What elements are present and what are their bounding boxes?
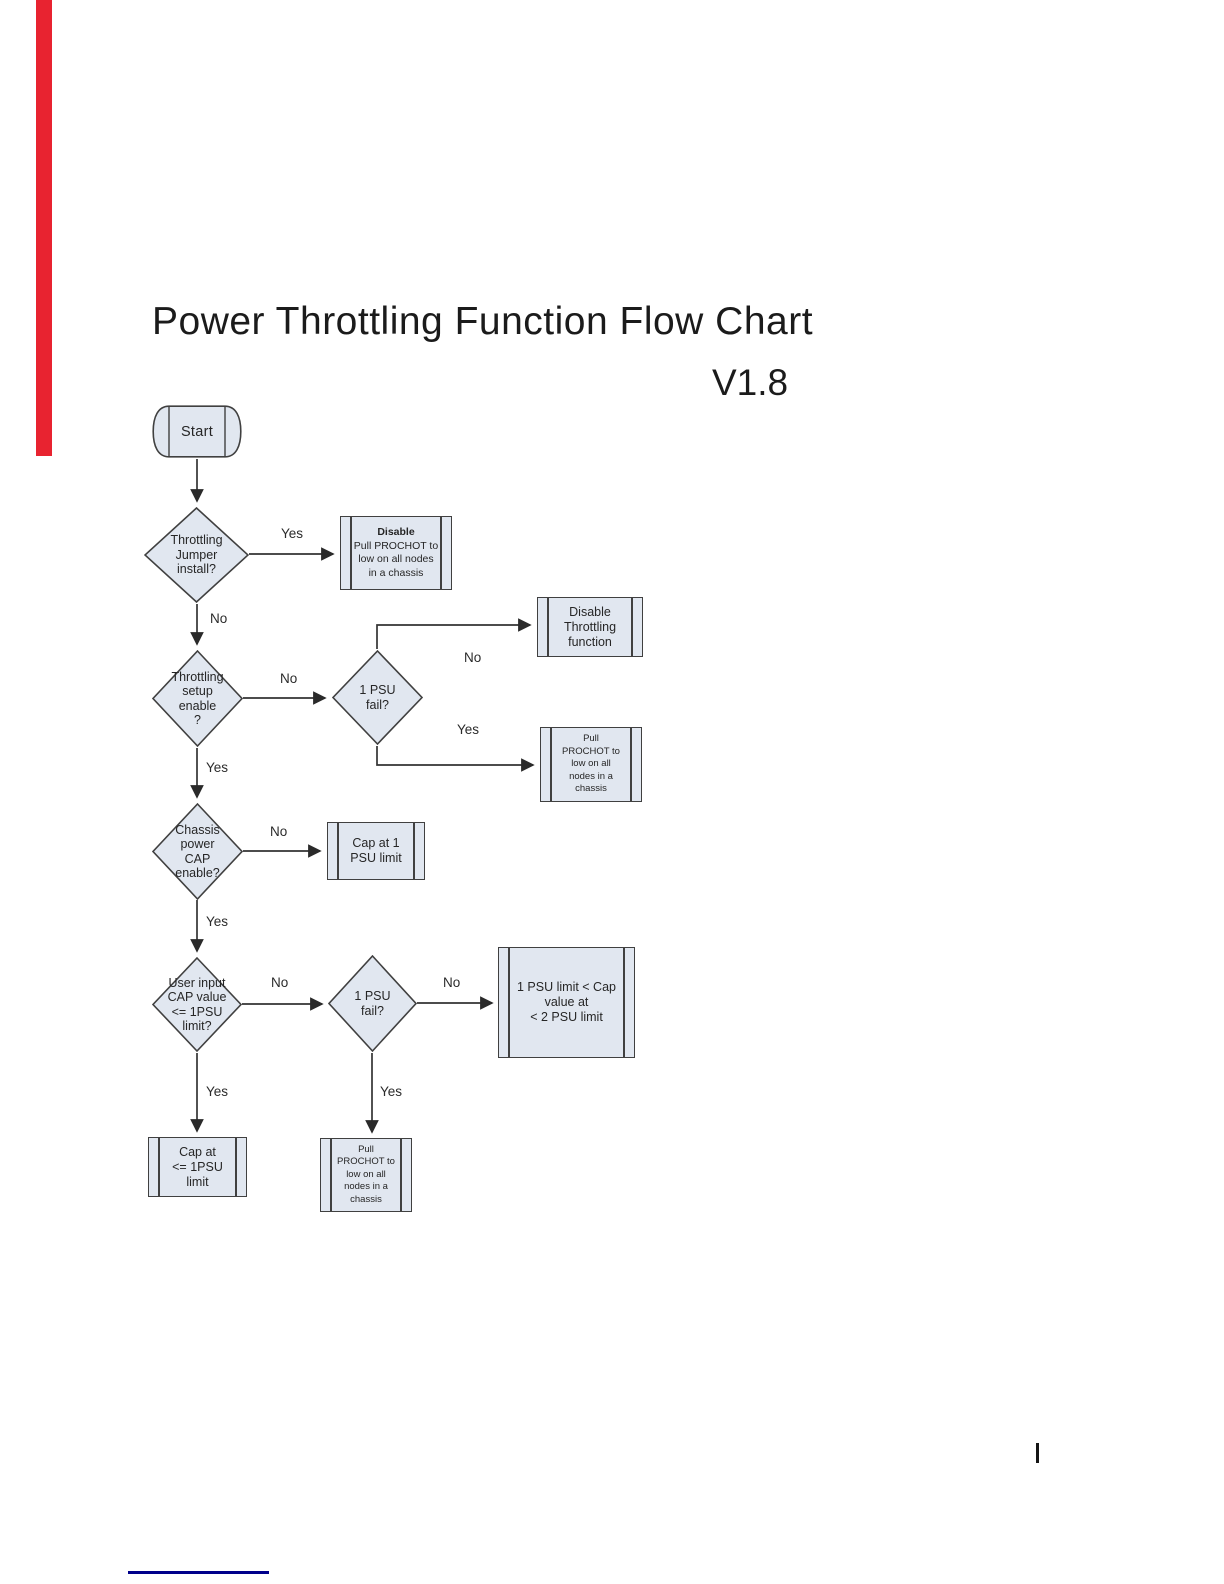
- decision-psu-fail-top-label: 1 PSU fail?: [359, 683, 396, 712]
- process-disable-throttling: Disable Throttling function: [537, 597, 643, 657]
- node-start-label: Start: [180, 423, 214, 440]
- footnote-rule: [128, 1571, 269, 1574]
- decision-throttling-setup-label: Throttling setup enable ?: [171, 669, 224, 728]
- label-psu-top-no: No: [464, 650, 482, 665]
- decision-throttling-setup: Throttling setup enable ?: [152, 650, 243, 747]
- decision-chassis-power-cap: Chassis power CAP enable?: [152, 803, 243, 900]
- page-title: Power Throttling Function Flow Chart: [152, 300, 814, 343]
- red-margin-bar: [36, 0, 52, 456]
- label-setup-yes: Yes: [206, 760, 229, 775]
- label-user-no: No: [271, 975, 289, 990]
- decision-throttling-jumper-label: Throttling Jumper install?: [170, 533, 223, 577]
- label-user-yes: Yes: [206, 1084, 229, 1099]
- node-start: Start: [152, 405, 242, 458]
- decision-psu-fail-bottom-label: 1 PSU fail?: [354, 989, 391, 1018]
- process-psu-limit-range: 1 PSU limit < Cap value at < 2 PSU limit: [498, 947, 635, 1058]
- label-jumper-no: No: [210, 611, 228, 626]
- process-disable-pull-prochot-title: Disable: [377, 526, 415, 539]
- label-cap-yes: Yes: [206, 914, 229, 929]
- label-psu-bottom-yes: Yes: [380, 1084, 403, 1099]
- label-setup-no: No: [280, 671, 298, 686]
- decision-chassis-power-cap-label: Chassis power CAP enable?: [175, 822, 220, 881]
- edge-psu-top-yes: [376, 746, 535, 772]
- decision-throttling-jumper: Throttling Jumper install?: [144, 507, 249, 603]
- decision-user-input-cap-label: User input CAP value <= 1PSU limit?: [167, 975, 227, 1034]
- process-pull-prochot-bottom: Pull PROCHOT to low on all nodes in a ch…: [320, 1138, 412, 1212]
- cursor-tick-mark: [1036, 1443, 1039, 1463]
- edge-psu-top-no: [376, 618, 532, 649]
- label-psu-top-yes: Yes: [457, 722, 480, 737]
- label-psu-bottom-no: No: [443, 975, 461, 990]
- label-jumper-yes: Yes: [281, 526, 304, 541]
- process-pull-prochot-mid: Pull PROCHOT to low on all nodes in a ch…: [540, 727, 642, 802]
- process-disable-pull-prochot: Disable Pull PROCHOT to low on all nodes…: [340, 516, 452, 590]
- decision-psu-fail-bottom: 1 PSU fail?: [328, 955, 417, 1052]
- process-cap-at-le-1psu: Cap at <= 1PSU limit: [148, 1137, 247, 1197]
- process-cap-at-1-psu: Cap at 1 PSU limit: [327, 822, 425, 880]
- label-cap-no: No: [270, 824, 288, 839]
- process-disable-pull-prochot-body: Pull PROCHOT to low on all nodes in a ch…: [353, 539, 439, 579]
- decision-psu-fail-top: 1 PSU fail?: [332, 650, 423, 745]
- decision-user-input-cap: User input CAP value <= 1PSU limit?: [152, 957, 242, 1052]
- version-label: V1.8: [712, 362, 789, 403]
